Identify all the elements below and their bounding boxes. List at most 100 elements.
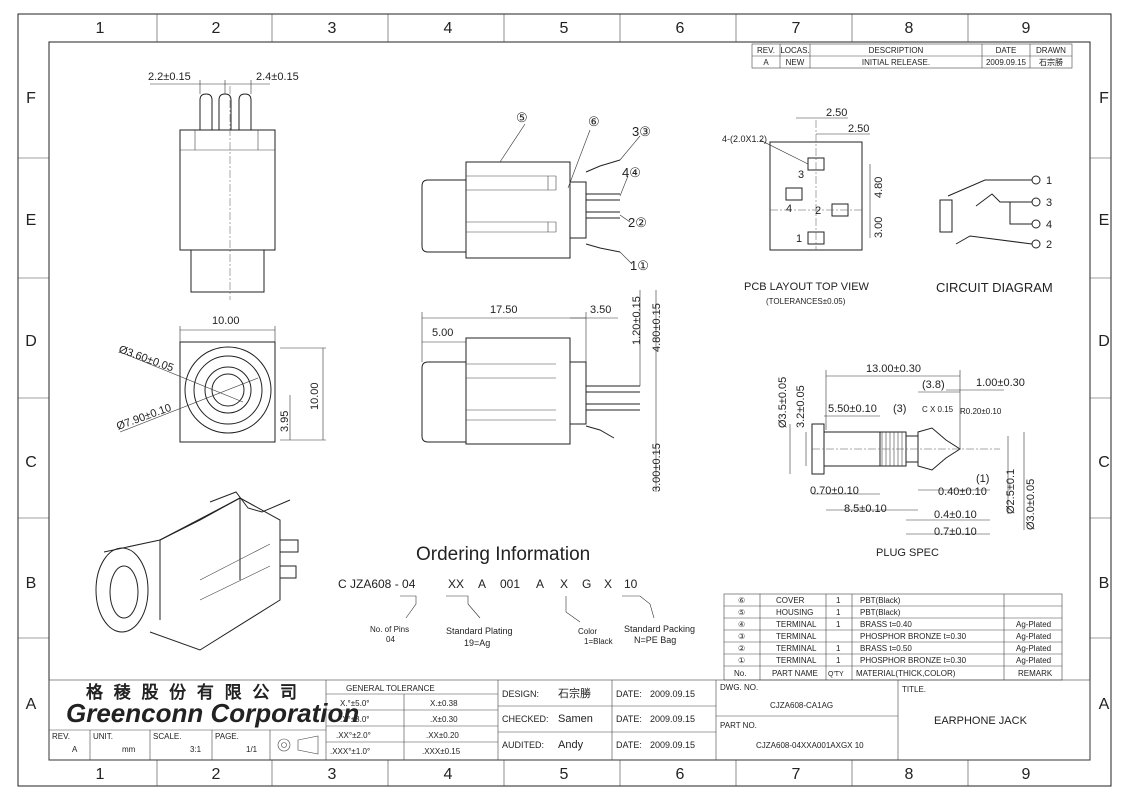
dim-label: (1) bbox=[976, 473, 989, 485]
audited-label: AUDITED: bbox=[502, 740, 544, 750]
dim-label: C X 0.15 bbox=[922, 405, 954, 414]
tolerance-cell: .XXX°±1.0° bbox=[330, 747, 370, 756]
bom-no: ⑤ bbox=[738, 608, 745, 617]
part-label: 3③ bbox=[632, 124, 651, 139]
dim-label: Ø3.0±0.05 bbox=[1025, 479, 1037, 530]
bom-remark: Ag-Plated bbox=[1016, 644, 1051, 653]
col-label-top: 4 bbox=[444, 20, 453, 37]
dim-label: 1.00±0.30 bbox=[976, 377, 1025, 389]
bom-qty: 1 bbox=[836, 620, 841, 629]
row-label-left: E bbox=[26, 212, 37, 229]
order-note: Standard Plating bbox=[446, 626, 513, 636]
part-label: 4④ bbox=[622, 165, 641, 180]
unit-value: mm bbox=[122, 745, 136, 754]
row-label-right: C bbox=[1098, 454, 1110, 471]
row-label-right: D bbox=[1098, 333, 1110, 350]
checked-label: CHECKED: bbox=[502, 714, 549, 724]
dim-label: 5.00 bbox=[432, 327, 453, 339]
unit-label: UNIT. bbox=[93, 732, 113, 741]
col-label-top: 7 bbox=[792, 20, 801, 37]
dim-label: (3) bbox=[893, 403, 906, 415]
row-label-right: E bbox=[1099, 212, 1110, 229]
title-block: 格 稜 股 份 有 限 公 司 Greenconn Corporation RE… bbox=[48, 679, 1091, 761]
order-note: Color bbox=[578, 627, 597, 636]
col-label-bottom: 9 bbox=[1022, 766, 1031, 783]
pin-label: 3 bbox=[798, 169, 804, 181]
dim-label: 1.20±0.15 bbox=[631, 296, 643, 345]
col-label-top: 6 bbox=[676, 20, 685, 37]
rev-label: REV. bbox=[52, 732, 70, 741]
col-label-top: 2 bbox=[212, 20, 221, 37]
design-value: 石宗勝 bbox=[558, 686, 591, 700]
order-code: A bbox=[478, 577, 486, 591]
pin-label: 4 bbox=[786, 203, 792, 215]
order-note: 1=Black bbox=[584, 637, 614, 646]
tolerance-title: GENERAL TOLERANCE bbox=[346, 684, 435, 693]
col-label-bottom: 1 bbox=[96, 766, 105, 783]
tolerance-cell: .XX°±2.0° bbox=[336, 731, 371, 740]
row-label-left: D bbox=[25, 333, 37, 350]
projection-symbol-icon bbox=[277, 738, 291, 752]
rev-cell: INITIAL RELEASE. bbox=[862, 58, 930, 67]
bom-no: ③ bbox=[738, 632, 745, 641]
dim-label: 17.50 bbox=[490, 304, 518, 316]
checked-value: Samen bbox=[558, 713, 593, 725]
pin-label: 2 bbox=[815, 205, 821, 217]
dim-label: Ø7.90±0.10 bbox=[115, 402, 173, 433]
order-code: A bbox=[536, 577, 544, 591]
rev-cell: 2009.09.15 bbox=[986, 58, 1027, 67]
dim-label: 0.4±0.10 bbox=[934, 509, 977, 521]
bom-header: No. bbox=[734, 669, 746, 678]
bom-header: MATERIAL(THICK,COLOR) bbox=[856, 669, 956, 678]
order-note: 04 bbox=[386, 635, 395, 644]
scale-label: SCALE. bbox=[153, 732, 181, 741]
drawing-title: EARPHONE JACK bbox=[934, 715, 1028, 727]
row-label-right: A bbox=[1099, 696, 1110, 713]
bom-remark: Ag-Plated bbox=[1016, 620, 1051, 629]
bom-material: BRASS t=0.50 bbox=[860, 644, 912, 653]
bom-material: PHOSPHOR BRONZE t=0.30 bbox=[860, 632, 967, 641]
order-code: G bbox=[582, 577, 591, 591]
bom-remark: Ag-Plated bbox=[1016, 632, 1051, 641]
col-label-top: 3 bbox=[328, 20, 337, 37]
order-code: 001 bbox=[500, 577, 520, 591]
dim-label: R0.20±0.10 bbox=[960, 407, 1002, 416]
bom-part: TERMINAL bbox=[776, 656, 817, 665]
pin-label: 1 bbox=[796, 233, 802, 245]
audited-value: Andy bbox=[558, 739, 584, 751]
col-label-top: 5 bbox=[560, 20, 569, 37]
col-label-bottom: 6 bbox=[676, 766, 685, 783]
bom-remark: Ag-Plated bbox=[1016, 656, 1051, 665]
bom-header: REMARK bbox=[1018, 669, 1053, 678]
bom-qty: 1 bbox=[836, 656, 841, 665]
order-code: 10 bbox=[624, 577, 638, 591]
dim-label: Ø3.5±0.05 bbox=[777, 377, 789, 428]
bottom-view: 10.00 10.00 3.95 Ø3.60±0.05 Ø7.90±0.10 bbox=[115, 315, 326, 443]
date-value: 2009.09.15 bbox=[650, 689, 695, 699]
dim-label: Ø2.5±0.1 bbox=[1005, 469, 1017, 514]
bom-no: ① bbox=[738, 656, 745, 665]
tolerance-cell: .X°±3.0° bbox=[340, 715, 369, 724]
rev-header: REV. bbox=[757, 46, 775, 55]
scale-value: 3:1 bbox=[190, 745, 202, 754]
dim-label: 3.95 bbox=[279, 411, 291, 432]
dim-label: 4.80±0.15 bbox=[651, 303, 663, 352]
title-label: TITLE. bbox=[902, 685, 926, 694]
plug-spec: 13.00±0.30 (3.8) 1.00±0.30 5.50±0.10 (3)… bbox=[777, 363, 1037, 559]
bom-part: HOUSING bbox=[776, 608, 813, 617]
order-note: 19=Ag bbox=[464, 638, 490, 648]
dim-label: 0.70±0.10 bbox=[810, 485, 859, 497]
side-view-dims: 17.50 3.50 5.00 1.20±0.15 4.80±0.15 3.00… bbox=[421, 290, 663, 492]
bom-qty: 1 bbox=[836, 644, 841, 653]
bom-material: BRASS t=0.40 bbox=[860, 620, 912, 629]
bom-part: COVER bbox=[776, 596, 805, 605]
company-name-en: Greenconn Corporation bbox=[66, 698, 359, 728]
order-note: N=PE Bag bbox=[634, 635, 676, 645]
date-value: 2009.09.15 bbox=[650, 740, 695, 750]
tolerance-cell: .XX±0.20 bbox=[426, 731, 459, 740]
dim-label: (3.8) bbox=[922, 379, 945, 391]
date-label: DATE: bbox=[616, 740, 642, 750]
design-label: DESIGN: bbox=[502, 689, 539, 699]
dim-label: 3.2±0.05 bbox=[795, 385, 807, 428]
